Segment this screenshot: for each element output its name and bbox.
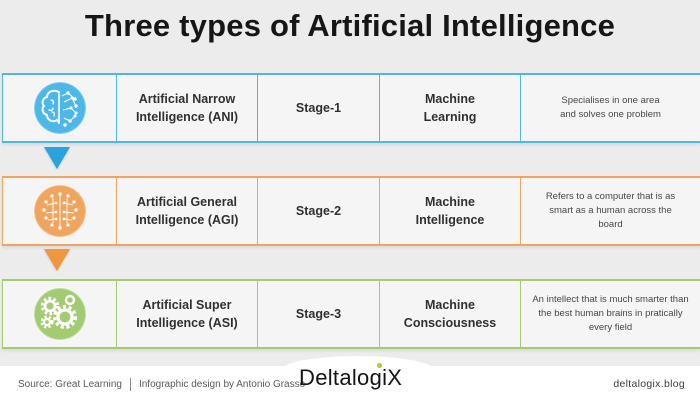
agi-name-cell: Artificial General Intelligence (AGI): [116, 178, 257, 244]
asi-name-label: Artificial Super Intelligence (ASI): [136, 297, 238, 330]
half-brain-circuit-icon: [32, 81, 87, 135]
agi-row: Artificial General Intelligence (AGI) St…: [2, 176, 700, 246]
asi-name-cell: Artificial Super Intelligence (ASI): [116, 281, 257, 347]
ani-machine-cell: Machine Learning: [379, 75, 520, 141]
ani-machine-label: Machine Learning: [423, 91, 477, 124]
page-title: Three types of Artificial Intelligence: [84, 8, 616, 43]
footer-separator: [129, 378, 131, 391]
agi-machine-label: Machine Intelligence: [415, 194, 485, 227]
deltalogix-wordmark: DeltalogiX: [299, 365, 403, 390]
asi-icon-cell: [3, 281, 116, 347]
ani-name-cell: Artificial Narrow Intelligence (ANI): [116, 75, 257, 141]
ani-description: Specialises in one area and solves one p…: [560, 95, 661, 120]
agi-name-label: Artificial General Intelligence (AGI): [135, 194, 239, 227]
footer-credits: Source: Great Learning Infographic desig…: [18, 378, 305, 391]
down-arrow-icon: [44, 147, 70, 169]
brain-circuit-icon: [32, 184, 87, 238]
agi-stage-cell: Stage-2: [257, 178, 379, 244]
ani-row: Artificial Narrow Intelligence (ANI) Sta…: [2, 73, 700, 143]
asi-stage-cell: Stage-3: [257, 281, 379, 347]
agi-stage-label: Stage-2: [295, 203, 342, 218]
ani-stage-cell: Stage-1: [257, 75, 379, 141]
asi-machine-label: Machine Consciousness: [403, 297, 497, 330]
asi-description: An intellect that is much smarter than t…: [532, 294, 689, 333]
asi-row: Artificial Super Intelligence (ASI) Stag…: [2, 279, 700, 349]
logo-green-dot: [377, 363, 382, 368]
agi-icon-cell: [3, 178, 116, 244]
footer-logo-bump: [282, 356, 434, 384]
asi-stage-label: Stage-3: [295, 306, 342, 321]
agi-description: Refers to a computer that is as smart as…: [545, 191, 676, 230]
credit-label: Infographic design by Antonio Grasso: [138, 379, 306, 390]
website-label: deltalogix.blog: [613, 378, 685, 390]
asi-description-cell: An intellect that is much smarter than t…: [520, 281, 700, 347]
gears-icon: [32, 287, 87, 341]
ani-icon-cell: [3, 75, 116, 141]
source-label: Source: Great Learning: [18, 379, 122, 390]
agi-description-cell: Refers to a computer that is as smart as…: [520, 178, 700, 244]
ani-name-label: Artificial Narrow Intelligence (ANI): [135, 91, 239, 124]
deltalogix-logo: DeltalogiX: [299, 363, 402, 393]
down-arrow-icon: [44, 249, 70, 271]
ani-description-cell: Specialises in one area and solves one p…: [520, 75, 700, 141]
asi-machine-cell: Machine Consciousness: [379, 281, 520, 347]
agi-machine-cell: Machine Intelligence: [379, 178, 520, 244]
ani-stage-label: Stage-1: [295, 100, 342, 115]
